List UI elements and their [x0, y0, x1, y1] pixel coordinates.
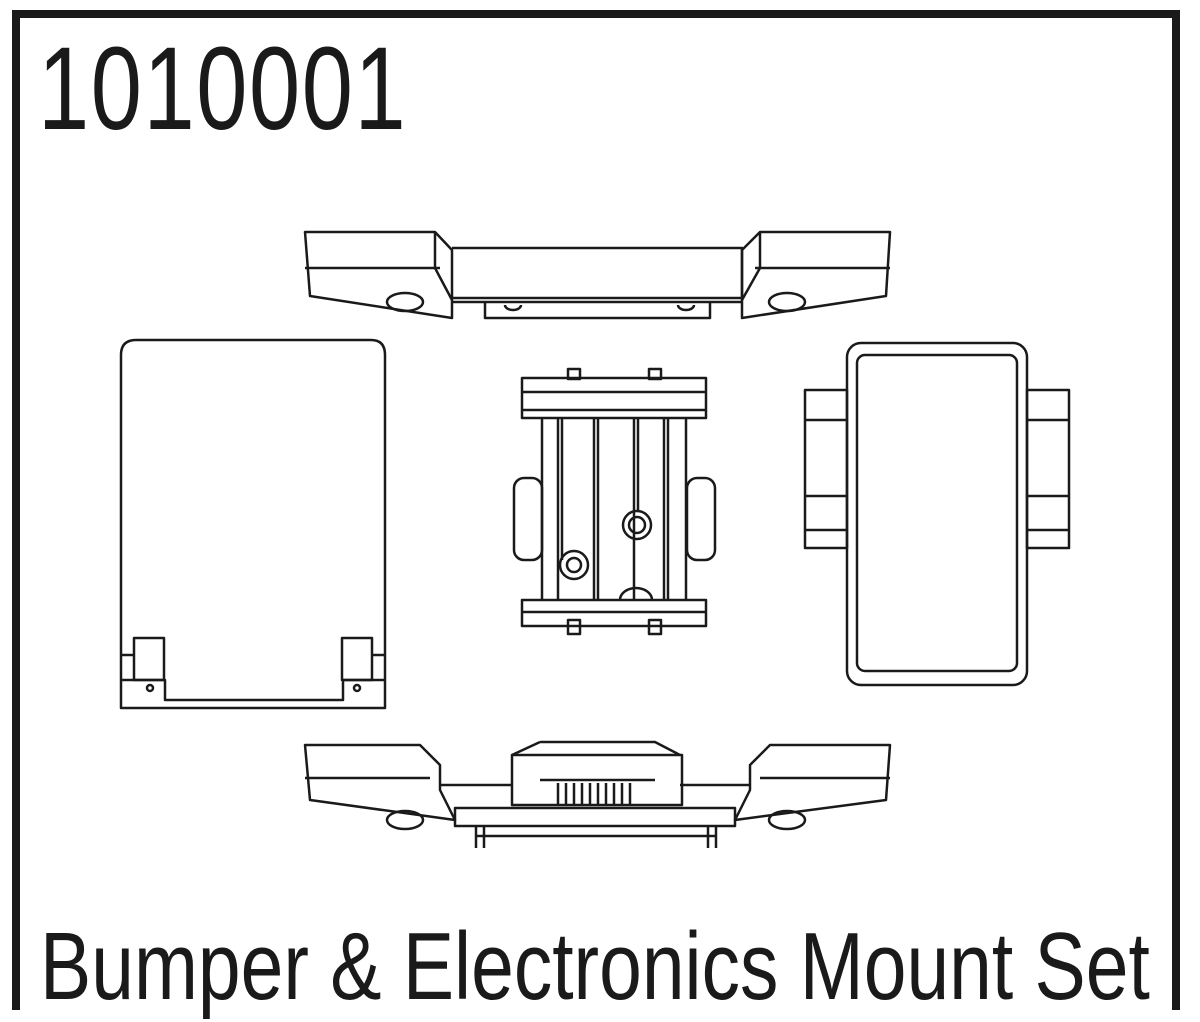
product-title: Bumper & Electronics Mount Set — [40, 913, 1150, 1020]
battery-plate — [119, 338, 387, 710]
receiver-box — [803, 341, 1071, 687]
electronics-mount — [512, 367, 717, 636]
part-number: 1010001 — [38, 23, 408, 155]
parts-diagram — [119, 230, 1071, 848]
border-frame — [12, 10, 1180, 1010]
rear-bumper — [303, 740, 892, 848]
front-bumper — [303, 230, 892, 320]
